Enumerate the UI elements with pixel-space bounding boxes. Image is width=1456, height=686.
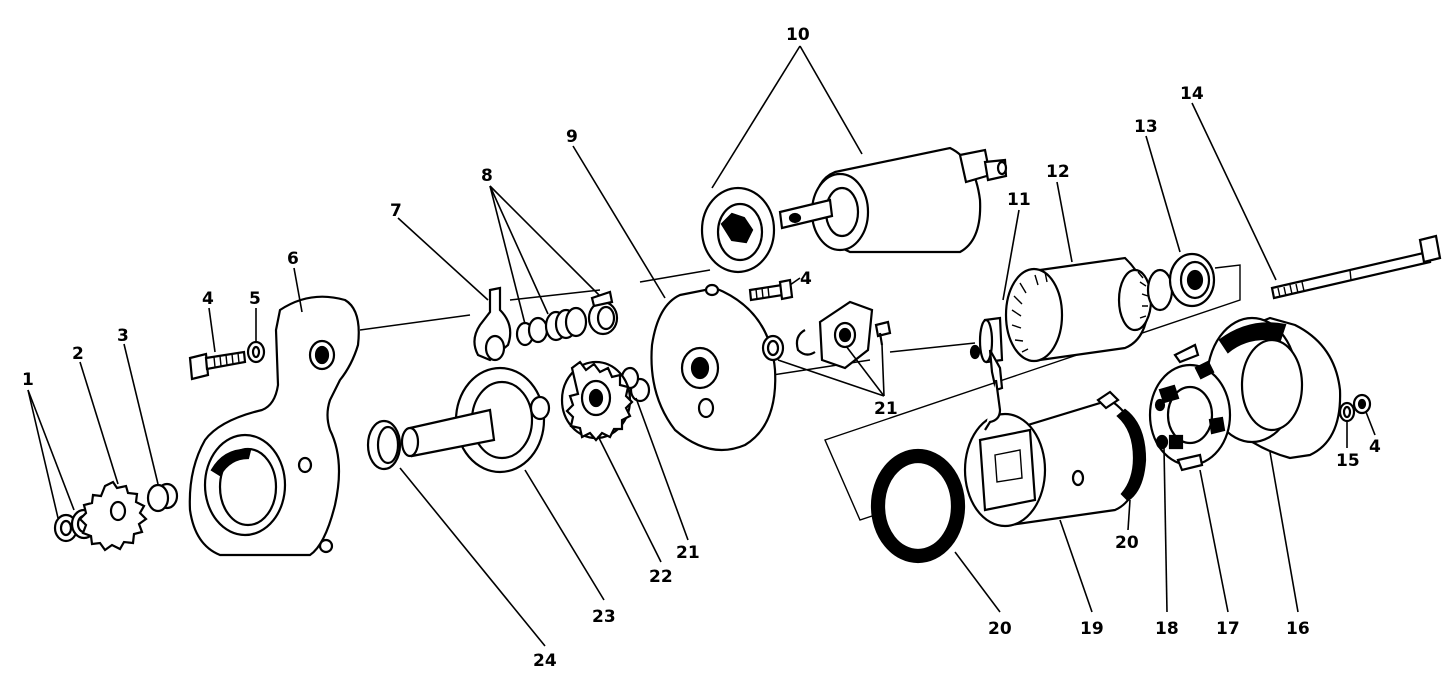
label-20-small: 20	[1115, 533, 1139, 553]
label-9: 9	[566, 127, 578, 147]
callout-labels: 1 2 3 4 5 6 7 8 9 10 4 11 12 13 14 21 4 …	[22, 25, 1381, 671]
label-4-left: 4	[202, 289, 214, 309]
part-6-drive-housing	[188, 295, 402, 557]
part-13-bearing	[1168, 252, 1216, 308]
leader-lines	[27, 45, 1376, 647]
part-17-brush-holder	[1148, 343, 1232, 472]
label-11: 11	[1007, 190, 1031, 210]
label-19: 19	[1080, 619, 1104, 639]
part-11-armature-pinion	[969, 316, 1004, 392]
label-8: 8	[481, 166, 493, 186]
label-14: 14	[1180, 84, 1204, 104]
part-9-intermediate-plate	[650, 283, 777, 452]
part-15-washer	[1338, 401, 1356, 423]
part-20-seal-ring	[870, 448, 966, 564]
part-8-spring-set	[515, 290, 619, 347]
label-21-bushing: 21	[676, 543, 700, 563]
label-22: 22	[649, 567, 673, 587]
label-1: 1	[22, 370, 34, 390]
label-4-right: 4	[1369, 437, 1381, 457]
label-16: 16	[1286, 619, 1310, 639]
part-4-bolt-middle	[748, 278, 794, 302]
label-17: 17	[1216, 619, 1240, 639]
label-4-middle: 4	[800, 269, 812, 289]
label-6: 6	[287, 249, 299, 269]
part-14-through-bolt	[1270, 234, 1442, 300]
part-10-solenoid	[700, 146, 1008, 274]
part-7-shift-lever	[473, 286, 512, 362]
part-2-drive-gear	[78, 480, 148, 552]
label-21-cover: 21	[874, 399, 898, 419]
label-13: 13	[1134, 117, 1158, 137]
label-23: 23	[592, 607, 616, 627]
label-5: 5	[249, 289, 261, 309]
part-22-pinion-clutch	[560, 360, 634, 442]
part-19-field-frame	[963, 379, 1147, 528]
part-4-screw-right	[1352, 393, 1372, 415]
part-12-armature	[1004, 256, 1174, 363]
part-23-pinion-shaft	[400, 366, 551, 474]
part-3-collar	[146, 482, 179, 513]
part-5-washer	[246, 340, 266, 364]
label-18: 18	[1155, 619, 1179, 639]
label-10: 10	[786, 25, 810, 45]
part-16-end-cover	[1205, 316, 1342, 460]
part-18-brush-lead	[1155, 434, 1169, 450]
part-4-bolt-left	[188, 350, 247, 381]
label-15: 15	[1336, 451, 1360, 471]
label-7: 7	[390, 201, 402, 221]
part-21-cover-kit	[620, 300, 892, 403]
label-3: 3	[117, 326, 129, 346]
label-2: 2	[72, 344, 84, 364]
label-24: 24	[533, 651, 557, 671]
label-20-large: 20	[988, 619, 1012, 639]
label-12: 12	[1046, 162, 1070, 182]
